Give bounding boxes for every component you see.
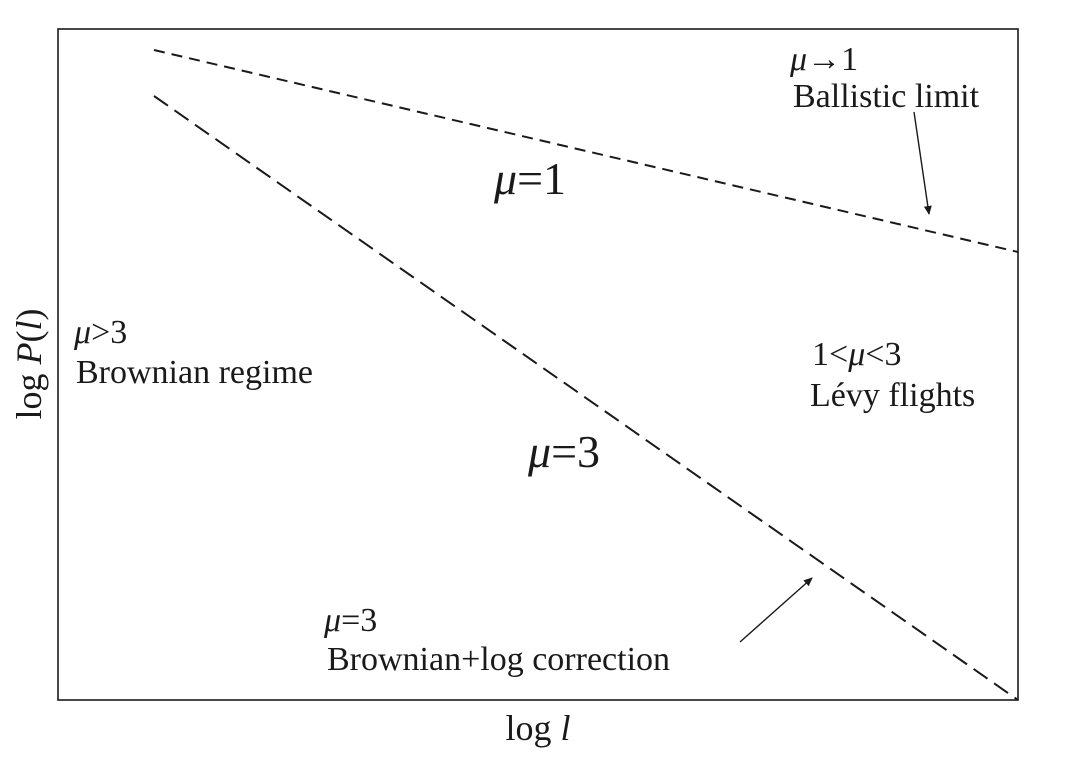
line-mu3-label: μ=3 (527, 426, 600, 477)
x-axis-label: log l (505, 708, 570, 748)
line-mu1 (153, 49, 1019, 253)
ballistic-arrow (913, 111, 932, 215)
brownian-regime-label: Brownian regime (76, 354, 313, 391)
y-axis-label: log P(l) (9, 308, 49, 419)
levy-condition: 1<μ<3 (812, 336, 901, 373)
ballistic-condition: μ→1 (789, 41, 858, 78)
line-mu3 (153, 95, 1019, 701)
brownian-condition: μ>3 (73, 314, 127, 351)
brownian-log-condition: μ=3 (323, 602, 377, 639)
plot-frame (57, 28, 1019, 701)
levy-flights-label: Lévy flights (810, 377, 975, 414)
ballistic-limit-label: Ballistic limit (793, 78, 980, 115)
brownian-log-correction-label: Brownian+log correction (327, 641, 670, 678)
brownian-log-arrow (739, 577, 813, 643)
line-mu1-label: μ=1 (493, 153, 566, 204)
